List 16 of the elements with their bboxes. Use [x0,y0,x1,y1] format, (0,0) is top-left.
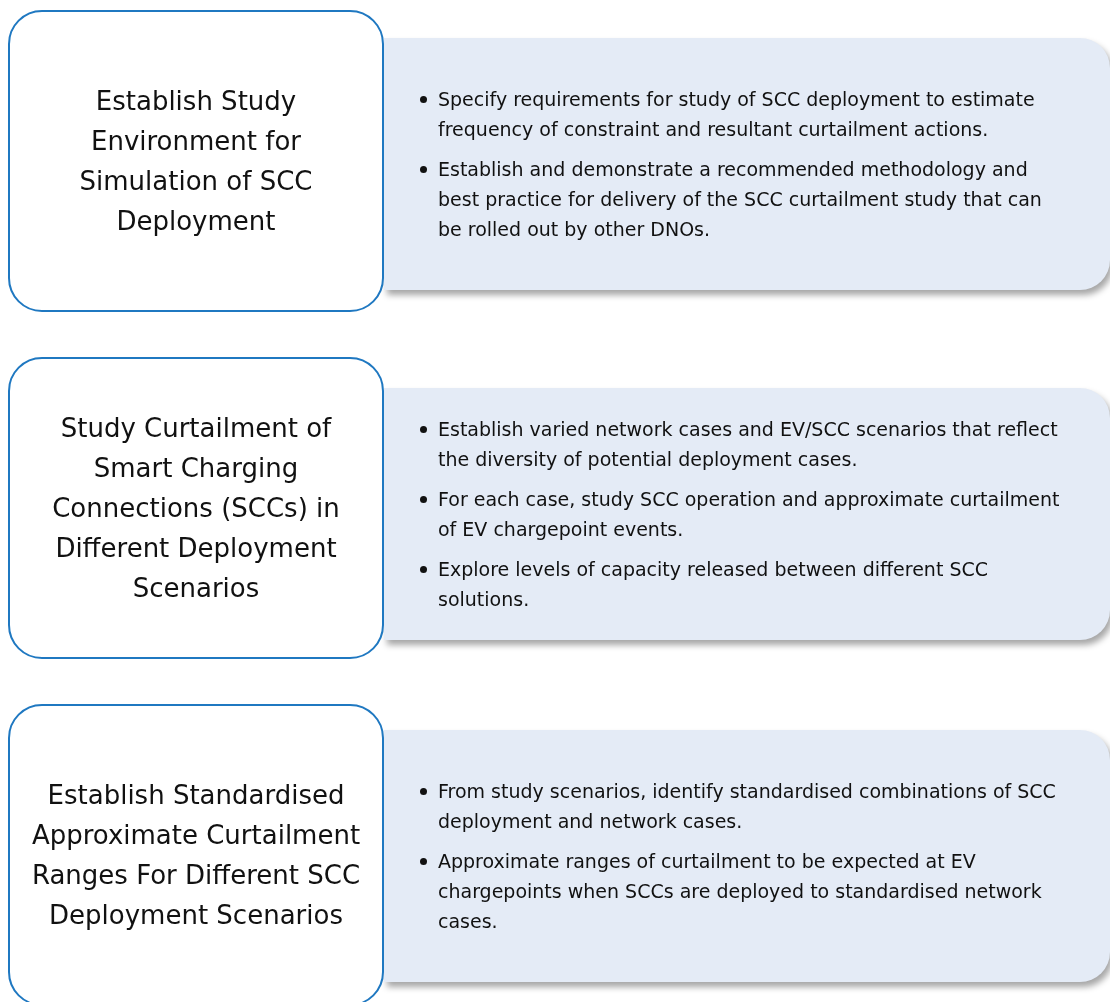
step-box [8,10,384,312]
step-box [8,704,384,1002]
step-title: Study Curtailment of Smart Charging Connections (SCCs) in Different Deployment Scenarios [51,412,341,605]
bullet-text: For each case, study SCC operation and approximate curtailment of EV chargepoint events. [438,487,1060,542]
detail-panel [384,388,1110,640]
bullet-text: From study scenarios, identify standardised combinations of SCC deployment and network cases. [438,779,1057,834]
bullet-text: Approximate ranges of curtailment to be expected at EV chargepoints when SCCs are deployed to standardised network cases. [438,849,1043,934]
detail-panel [384,38,1110,290]
bullet-text: Explore levels of capacity released between different SCC solutions. [438,557,989,612]
bullet-text: Establish and demonstrate a recommended methodology and best practice for delivery of the SCC curtailment study that can be rolled out by other DNOs. [438,157,1043,242]
detail-panel [384,730,1110,982]
step-box [8,357,384,659]
step-title: Establish Standardised Approximate Curtailment Ranges For Different SCC Deployment Scenarios [30,779,362,932]
bullet-text: Specify requirements for study of SCC deployment to estimate frequency of constraint and resultant curtailment actions. [438,87,1036,142]
bullet-text: Establish varied network cases and EV/SCC scenarios that reflect the diversity of potential deployment cases. [438,417,1059,472]
step-title: Establish Study Environment for Simulation of SCC Deployment [78,85,314,238]
